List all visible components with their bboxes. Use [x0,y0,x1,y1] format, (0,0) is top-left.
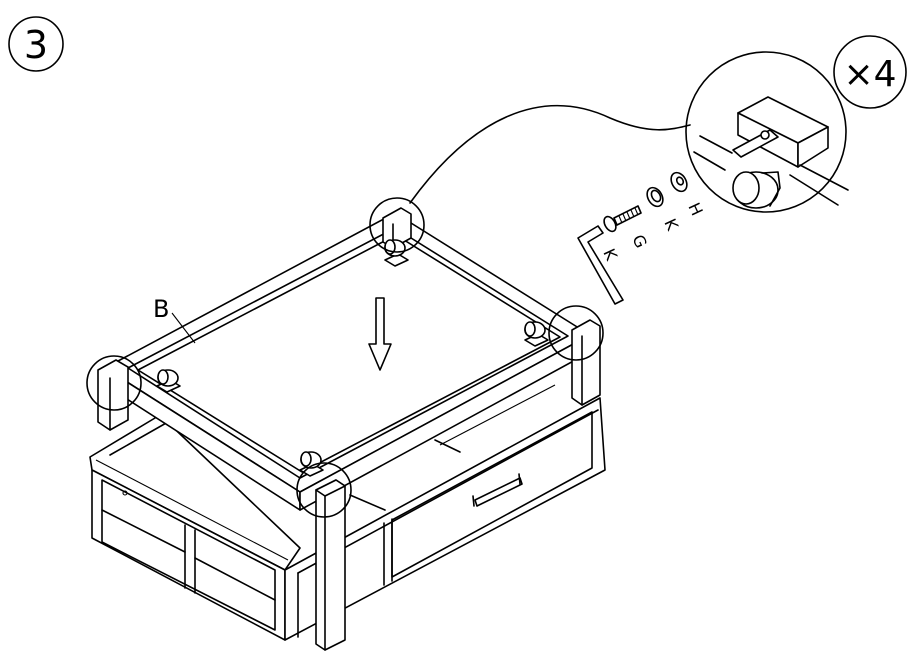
bolt-label: G [628,232,650,251]
flat-washer-label: H [684,200,706,219]
panel-label: B [153,295,169,323]
legs [97,207,601,651]
caster-left [156,369,181,393]
allen-key-label: K [599,246,621,264]
hardware-parts: H K G K [577,171,707,305]
casters [156,239,549,477]
quantity-badge: ×4 [833,35,907,109]
detail-leader [409,104,691,204]
step-badge: 3 [8,16,64,72]
top-panel-b [104,212,591,511]
corner-highlights [86,197,604,518]
drawer-handle [472,473,523,507]
caster-right [524,321,549,347]
step-number: 3 [24,23,48,67]
lock-washer-label: K [660,216,682,234]
zoom-detail [685,51,849,213]
bolt: G [603,205,651,251]
lock-washer: K [646,186,682,234]
label-b: B [153,295,196,344]
allen-key: K [577,225,624,305]
down-arrow [368,297,392,371]
quantity-text: ×4 [843,54,896,95]
